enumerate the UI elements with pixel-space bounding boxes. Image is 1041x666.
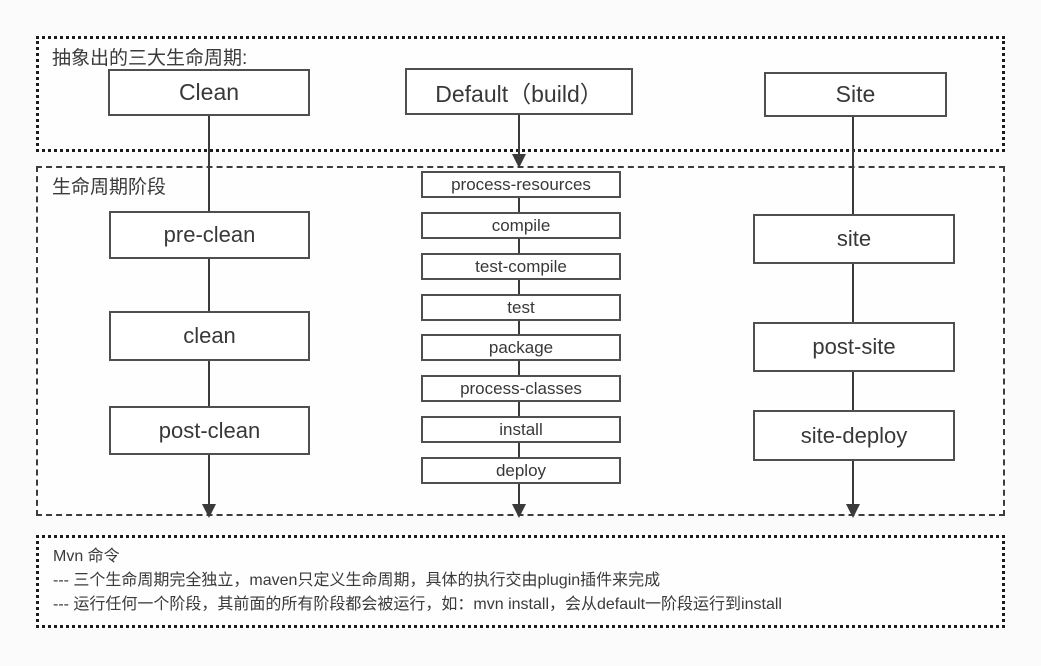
lifecycles-section-title: 抽象出的三大生命周期: xyxy=(52,48,248,69)
connector-clean-to-post-clean xyxy=(208,361,210,406)
phase-box-process-classes: process-classes xyxy=(421,375,621,402)
phase-box-site-deploy: site-deploy xyxy=(753,410,955,461)
phase-box-test: test xyxy=(421,294,621,321)
lifecycle-box-site: Site xyxy=(764,72,947,117)
phases-section-title: 生命周期阶段 xyxy=(52,177,167,198)
connector-pre-clean-to-clean xyxy=(208,259,210,311)
phase-box-test-compile: test-compile xyxy=(421,253,621,280)
commands-note-2: --- 运行任何一个阶段，其前面的所有阶段都会被运行，如：mvn install… xyxy=(53,596,782,613)
connector-post-site-to-site-deploy xyxy=(852,372,854,410)
connector-deploy-exit xyxy=(518,484,520,504)
phase-box-package: package xyxy=(421,334,621,361)
arrowhead-default-column-exit-icon xyxy=(512,504,526,518)
lifecycle-box-default-build: Default（build） xyxy=(405,68,633,115)
lifecycle-box-clean: Clean xyxy=(108,69,310,116)
phase-box-site: site xyxy=(753,214,955,264)
connector-site-to-post-site xyxy=(852,264,854,322)
commands-section-frame xyxy=(36,535,1005,628)
arrowhead-site-column-exit-icon xyxy=(846,504,860,518)
phase-box-install: install xyxy=(421,416,621,443)
commands-text-block: Mvn 命令 --- 三个生命周期完全独立，maven只定义生命周期，具体的执行… xyxy=(53,545,782,617)
connector-test-compile-test xyxy=(518,280,520,294)
arrowhead-clean-column-exit-icon xyxy=(202,504,216,518)
phase-box-compile: compile xyxy=(421,212,621,239)
connector-process-classes-install xyxy=(518,402,520,416)
connector-process-resources-compile xyxy=(518,198,520,212)
connector-compile-test-compile xyxy=(518,239,520,253)
phase-box-clean: clean xyxy=(109,311,310,361)
connector-clean-to-pre-clean xyxy=(208,116,210,211)
commands-note-1: --- 三个生命周期完全独立，maven只定义生命周期，具体的执行交由plugi… xyxy=(53,572,661,589)
connector-site-deploy-exit xyxy=(852,461,854,504)
phase-box-post-clean: post-clean xyxy=(109,406,310,455)
connector-default-to-phases xyxy=(518,115,520,154)
phase-box-deploy: deploy xyxy=(421,457,621,484)
arrowhead-default-to-phases-icon xyxy=(512,154,526,168)
phase-box-process-resources: process-resources xyxy=(421,171,621,198)
connector-site-lifecycle-to-site xyxy=(852,117,854,214)
connector-package-process-classes xyxy=(518,361,520,375)
phase-box-post-site: post-site xyxy=(753,322,955,372)
connector-test-package xyxy=(518,321,520,334)
commands-title: Mvn 命令 xyxy=(53,548,120,565)
connector-post-clean-exit xyxy=(208,455,210,504)
connector-install-deploy xyxy=(518,443,520,457)
phase-box-pre-clean: pre-clean xyxy=(109,211,310,259)
